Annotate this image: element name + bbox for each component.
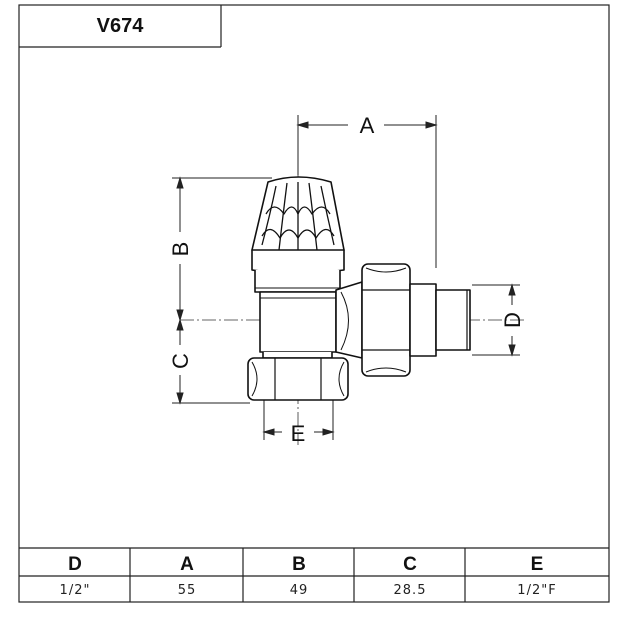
table-header-b: B bbox=[292, 554, 306, 575]
valve-stem-body bbox=[259, 291, 337, 353]
dimension-a bbox=[296, 115, 438, 268]
table-value-d: 1/2" bbox=[60, 583, 91, 598]
table-header-e: E bbox=[531, 554, 544, 575]
table-header-a: A bbox=[180, 554, 194, 575]
bottom-hex-nut bbox=[247, 357, 349, 401]
dimension-label-a: A bbox=[360, 113, 375, 138]
dimension-label-c: C bbox=[168, 353, 193, 369]
dimension-label-e: E bbox=[291, 421, 306, 446]
table-value-e: 1/2"F bbox=[517, 583, 556, 598]
title-block: V674 bbox=[19, 5, 222, 48]
table-header-row: D A B C E bbox=[68, 554, 543, 575]
dimension-b bbox=[172, 176, 272, 322]
handwheel-ribs bbox=[261, 181, 335, 252]
table-header-d: D bbox=[68, 554, 82, 575]
side-hex-nut bbox=[361, 263, 411, 377]
drawing-border bbox=[18, 4, 610, 603]
dimension-label-b: B bbox=[168, 242, 193, 257]
table-value-c: 28.5 bbox=[394, 583, 427, 598]
table-value-row: 1/2" 55 49 28.5 1/2"F bbox=[60, 583, 556, 598]
table-header-c: C bbox=[403, 554, 417, 575]
dimension-e bbox=[262, 400, 335, 440]
dimension-label-d: D bbox=[500, 312, 525, 328]
dimension-table bbox=[19, 547, 609, 602]
valve-drawing bbox=[247, 176, 471, 401]
title-text: V674 bbox=[97, 15, 145, 37]
cap-base bbox=[251, 249, 345, 274]
table-value-a: 55 bbox=[178, 583, 197, 598]
table-value-b: 49 bbox=[290, 583, 309, 598]
threaded-tail bbox=[409, 283, 437, 357]
dimension-d bbox=[472, 283, 520, 357]
dimension-c bbox=[172, 318, 250, 405]
